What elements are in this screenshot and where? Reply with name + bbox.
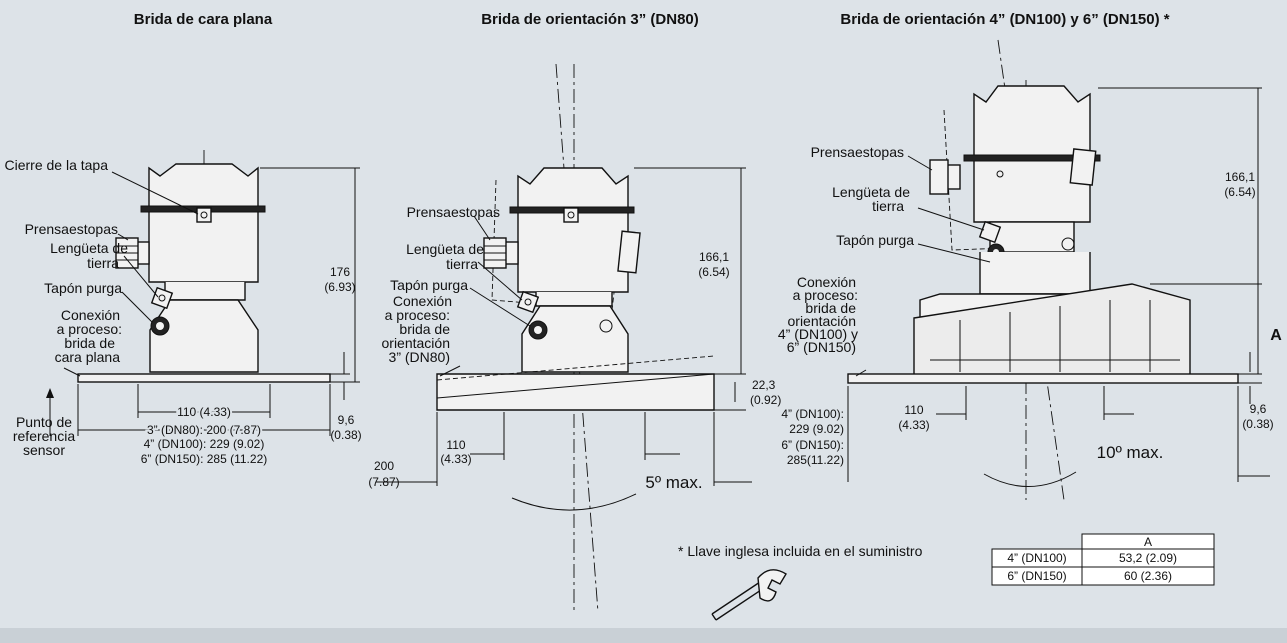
label-process-connection-3in-2: a proceso: (385, 307, 450, 323)
flat-flange-leaders (63, 171, 199, 377)
wrench-icon (711, 569, 787, 621)
dim-6in-4-6in-1: 6” (DN150): (781, 438, 844, 452)
dim-176-in: (6.93) (324, 280, 355, 294)
label-process-connection-2: a proceso: (57, 321, 122, 337)
dim-223-in: (0.92) (750, 393, 781, 407)
aiming-flange-4-6in-leaders (855, 155, 991, 377)
label-purge-plug: Tapón purga (44, 280, 122, 296)
dim-166-3in-in: (6.54) (698, 265, 729, 279)
label-cover-lock: Cierre de la tapa (4, 157, 108, 173)
label-reference-point-3: sensor (23, 442, 65, 458)
aiming-flange-3in-device (436, 63, 715, 613)
label-process-connection-4: cara plana (55, 349, 121, 365)
aiming-flange-4-6in-dimensions (847, 87, 1270, 487)
label-reference-point-1: Punto de (16, 414, 72, 430)
dim-4in-flat: 4” (DN100): 229 (9.02) (144, 437, 265, 451)
dim-200-3in-in: (7.87) (368, 475, 399, 489)
a-dimension-table (991, 533, 1215, 586)
flat-flange-dimensions (46, 167, 360, 436)
dim-110-4-6in-in: (4.33) (898, 418, 929, 432)
dim-4in-4-6in-1: 4” (DN100): (781, 407, 844, 421)
label-process-connection-3in-1: Conexión (393, 293, 452, 309)
table-row-size: 4” (DN100) (1007, 551, 1066, 565)
dim-96-4-6in-in: (0.38) (1242, 417, 1273, 431)
label-process-connection-4-6in-3: brida de (805, 300, 856, 316)
footnote-wrench: * Llave inglesa incluida en el suministr… (678, 543, 923, 559)
label-purge-plug-4-6in: Tapón purga (836, 232, 914, 248)
dim-110-flat: 110 (4.33) (177, 405, 231, 419)
label-cable-gland-3in: Prensaestopas (407, 204, 500, 220)
bottom-strip (0, 628, 1287, 643)
title-aiming-flange-4-6in: Brida de orientación 4” (DN100) y 6” (DN… (840, 11, 1169, 28)
label-process-connection-3in-3: brida de (399, 321, 450, 337)
angle-5-max: 5º max. (645, 473, 702, 492)
label-ground-lug-3in-1: Lengüeta de (406, 241, 484, 257)
dim-6in-flat: 6” (DN150): 285 (11.22) (141, 452, 268, 466)
label-process-connection-3in-5: 3” (DN80) (389, 349, 450, 365)
aiming-flange-3in-dimensions (376, 167, 752, 511)
dim-96-flat: 9,6 (338, 413, 355, 427)
label-ground-lug-3in-2: tierra (446, 256, 478, 272)
dim-110-3in: 110 (446, 438, 465, 452)
dim-96-4-6in: 9,6 (1250, 402, 1267, 416)
dim-166-3in: 166,1 (699, 250, 729, 264)
label-process-connection-4-6in-5: 4” (DN100) y (778, 326, 858, 342)
aiming-flange-4-6in-device (847, 39, 1239, 501)
label-process-connection-4-6in-6: 6” (DN150) (787, 339, 856, 355)
label-purge-plug-3in: Tapón purga (390, 277, 468, 293)
dim-110-3in-in: (4.33) (440, 452, 471, 466)
label-process-connection-4-6in-1: Conexión (797, 274, 856, 290)
dim-3in-flat: 3” (DN80): 200 (7.87) (147, 423, 261, 437)
dim-4in-4-6in-2: 229 (9.02) (789, 422, 844, 436)
dim-200-3in: 200 (374, 459, 394, 473)
table-row-size: 6” (DN150) (1007, 569, 1066, 583)
label-process-connection-1: Conexión (61, 307, 120, 323)
label-cable-gland: Prensaestopas (25, 221, 118, 237)
dim-96-flat-in: (0.38) (330, 428, 361, 442)
label-ground-lug-1: Lengüeta de (50, 240, 128, 256)
angle-10-max: 10º max. (1097, 443, 1164, 462)
label-process-connection-4-6in-2: a proceso: (793, 287, 858, 303)
flat-flange-device (77, 150, 331, 383)
label-process-connection-3in-4: orientación (382, 335, 451, 351)
table-header-a: A (1144, 535, 1152, 549)
label-ground-lug-4-6in-2: tierra (872, 198, 904, 214)
dim-166-4-6in: 166,1 (1225, 170, 1255, 184)
dim-a-label: A (1270, 327, 1282, 344)
table-row-value: 60 (2.36) (1124, 569, 1172, 583)
table-row-value: 53,2 (2.09) (1119, 551, 1177, 565)
dim-223: 22,3 (752, 378, 776, 392)
dim-176: 176 (330, 265, 350, 279)
label-process-connection-4-6in-4: orientación (788, 313, 857, 329)
title-aiming-flange-3in: Brida de orientación 3” (DN80) (481, 11, 699, 28)
label-reference-point-2: referencia (13, 428, 75, 444)
aiming-flange-3in-leaders (439, 215, 531, 377)
dim-166-4-6in-in: (6.54) (1224, 185, 1255, 199)
title-flat-flange: Brida de cara plana (134, 11, 273, 28)
dim-6in-4-6in-2: 285(11.22) (787, 453, 844, 467)
dim-110-4-6in: 110 (904, 403, 923, 417)
label-process-connection-3: brida de (64, 335, 115, 351)
label-ground-lug-2: tierra (87, 255, 119, 271)
label-cable-gland-4-6in: Prensaestopas (811, 144, 904, 160)
label-ground-lug-4-6in-1: Lengüeta de (832, 184, 910, 200)
